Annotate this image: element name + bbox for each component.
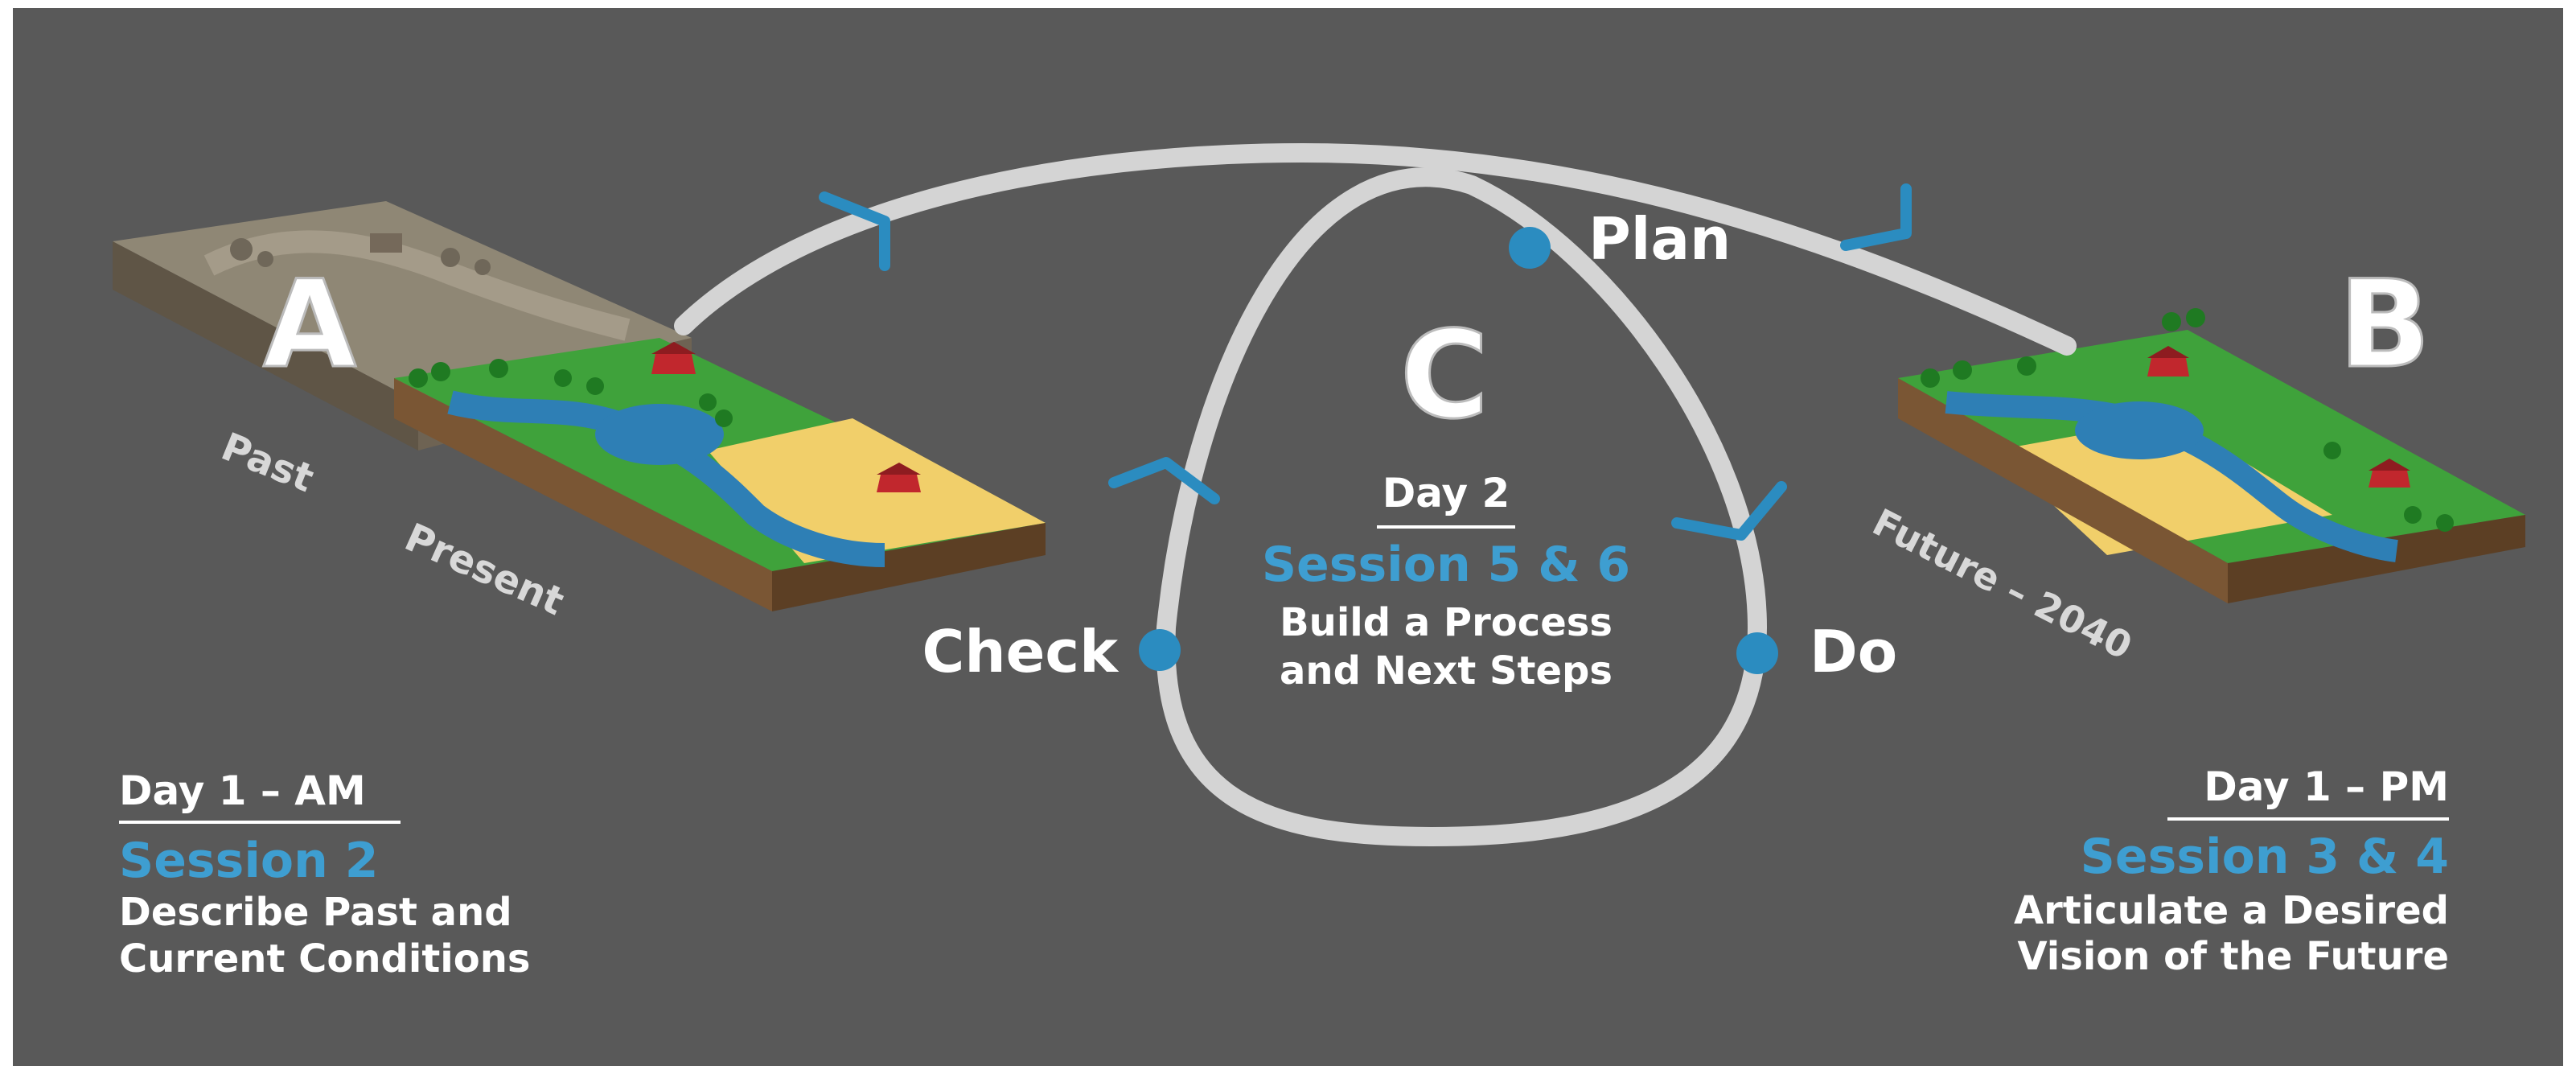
present-landscape — [394, 338, 1046, 611]
right-session: Session 3 & 4 — [2081, 829, 2449, 885]
direction-arrows — [819, 183, 1912, 541]
cycle-loops — [674, 142, 2077, 847]
barn-icon — [2369, 459, 2410, 488]
left-desc-line1: Describe Past and — [119, 890, 512, 935]
left-desc-line2: Current Conditions — [119, 936, 530, 981]
barn-icon — [2147, 346, 2189, 377]
letter-b: B — [2339, 255, 2430, 395]
letter-c: C — [1400, 306, 1489, 446]
right-desc-line2: Vision of the Future — [2017, 934, 2449, 979]
label-plan: Plan — [1588, 205, 1731, 273]
barn-icon — [877, 463, 921, 492]
cycle-node-dot — [1509, 227, 1551, 269]
center-desc-line1: Build a Process — [1280, 600, 1613, 645]
center-day: Day 2 — [1382, 470, 1510, 516]
left-session: Session 2 — [119, 833, 378, 889]
tree-icon — [1921, 308, 2454, 532]
left-day: Day 1 – AM — [119, 767, 366, 814]
label-check: Check — [922, 618, 1120, 685]
cycle-node-dot — [1139, 629, 1181, 671]
outer-arc — [674, 142, 2077, 356]
direction-arrow-icon — [1108, 457, 1220, 504]
direction-arrow-icon — [1840, 183, 1912, 251]
teardrop-loop — [1156, 167, 1768, 847]
label-do: Do — [1810, 618, 1897, 685]
center-desc-line2: and Next Steps — [1280, 648, 1613, 693]
future-landscape — [1898, 308, 2525, 603]
center-session: Session 5 & 6 — [1262, 537, 1630, 593]
cycle-node-dot — [1736, 632, 1778, 674]
right-desc-line1: Articulate a Desired — [2014, 888, 2449, 933]
letter-a: A — [263, 255, 356, 395]
direction-arrow-icon — [1671, 481, 1787, 541]
barn-icon — [651, 342, 696, 374]
right-day: Day 1 – PM — [2204, 763, 2449, 810]
direction-arrow-icon — [819, 191, 890, 271]
tree-icon — [409, 359, 733, 427]
